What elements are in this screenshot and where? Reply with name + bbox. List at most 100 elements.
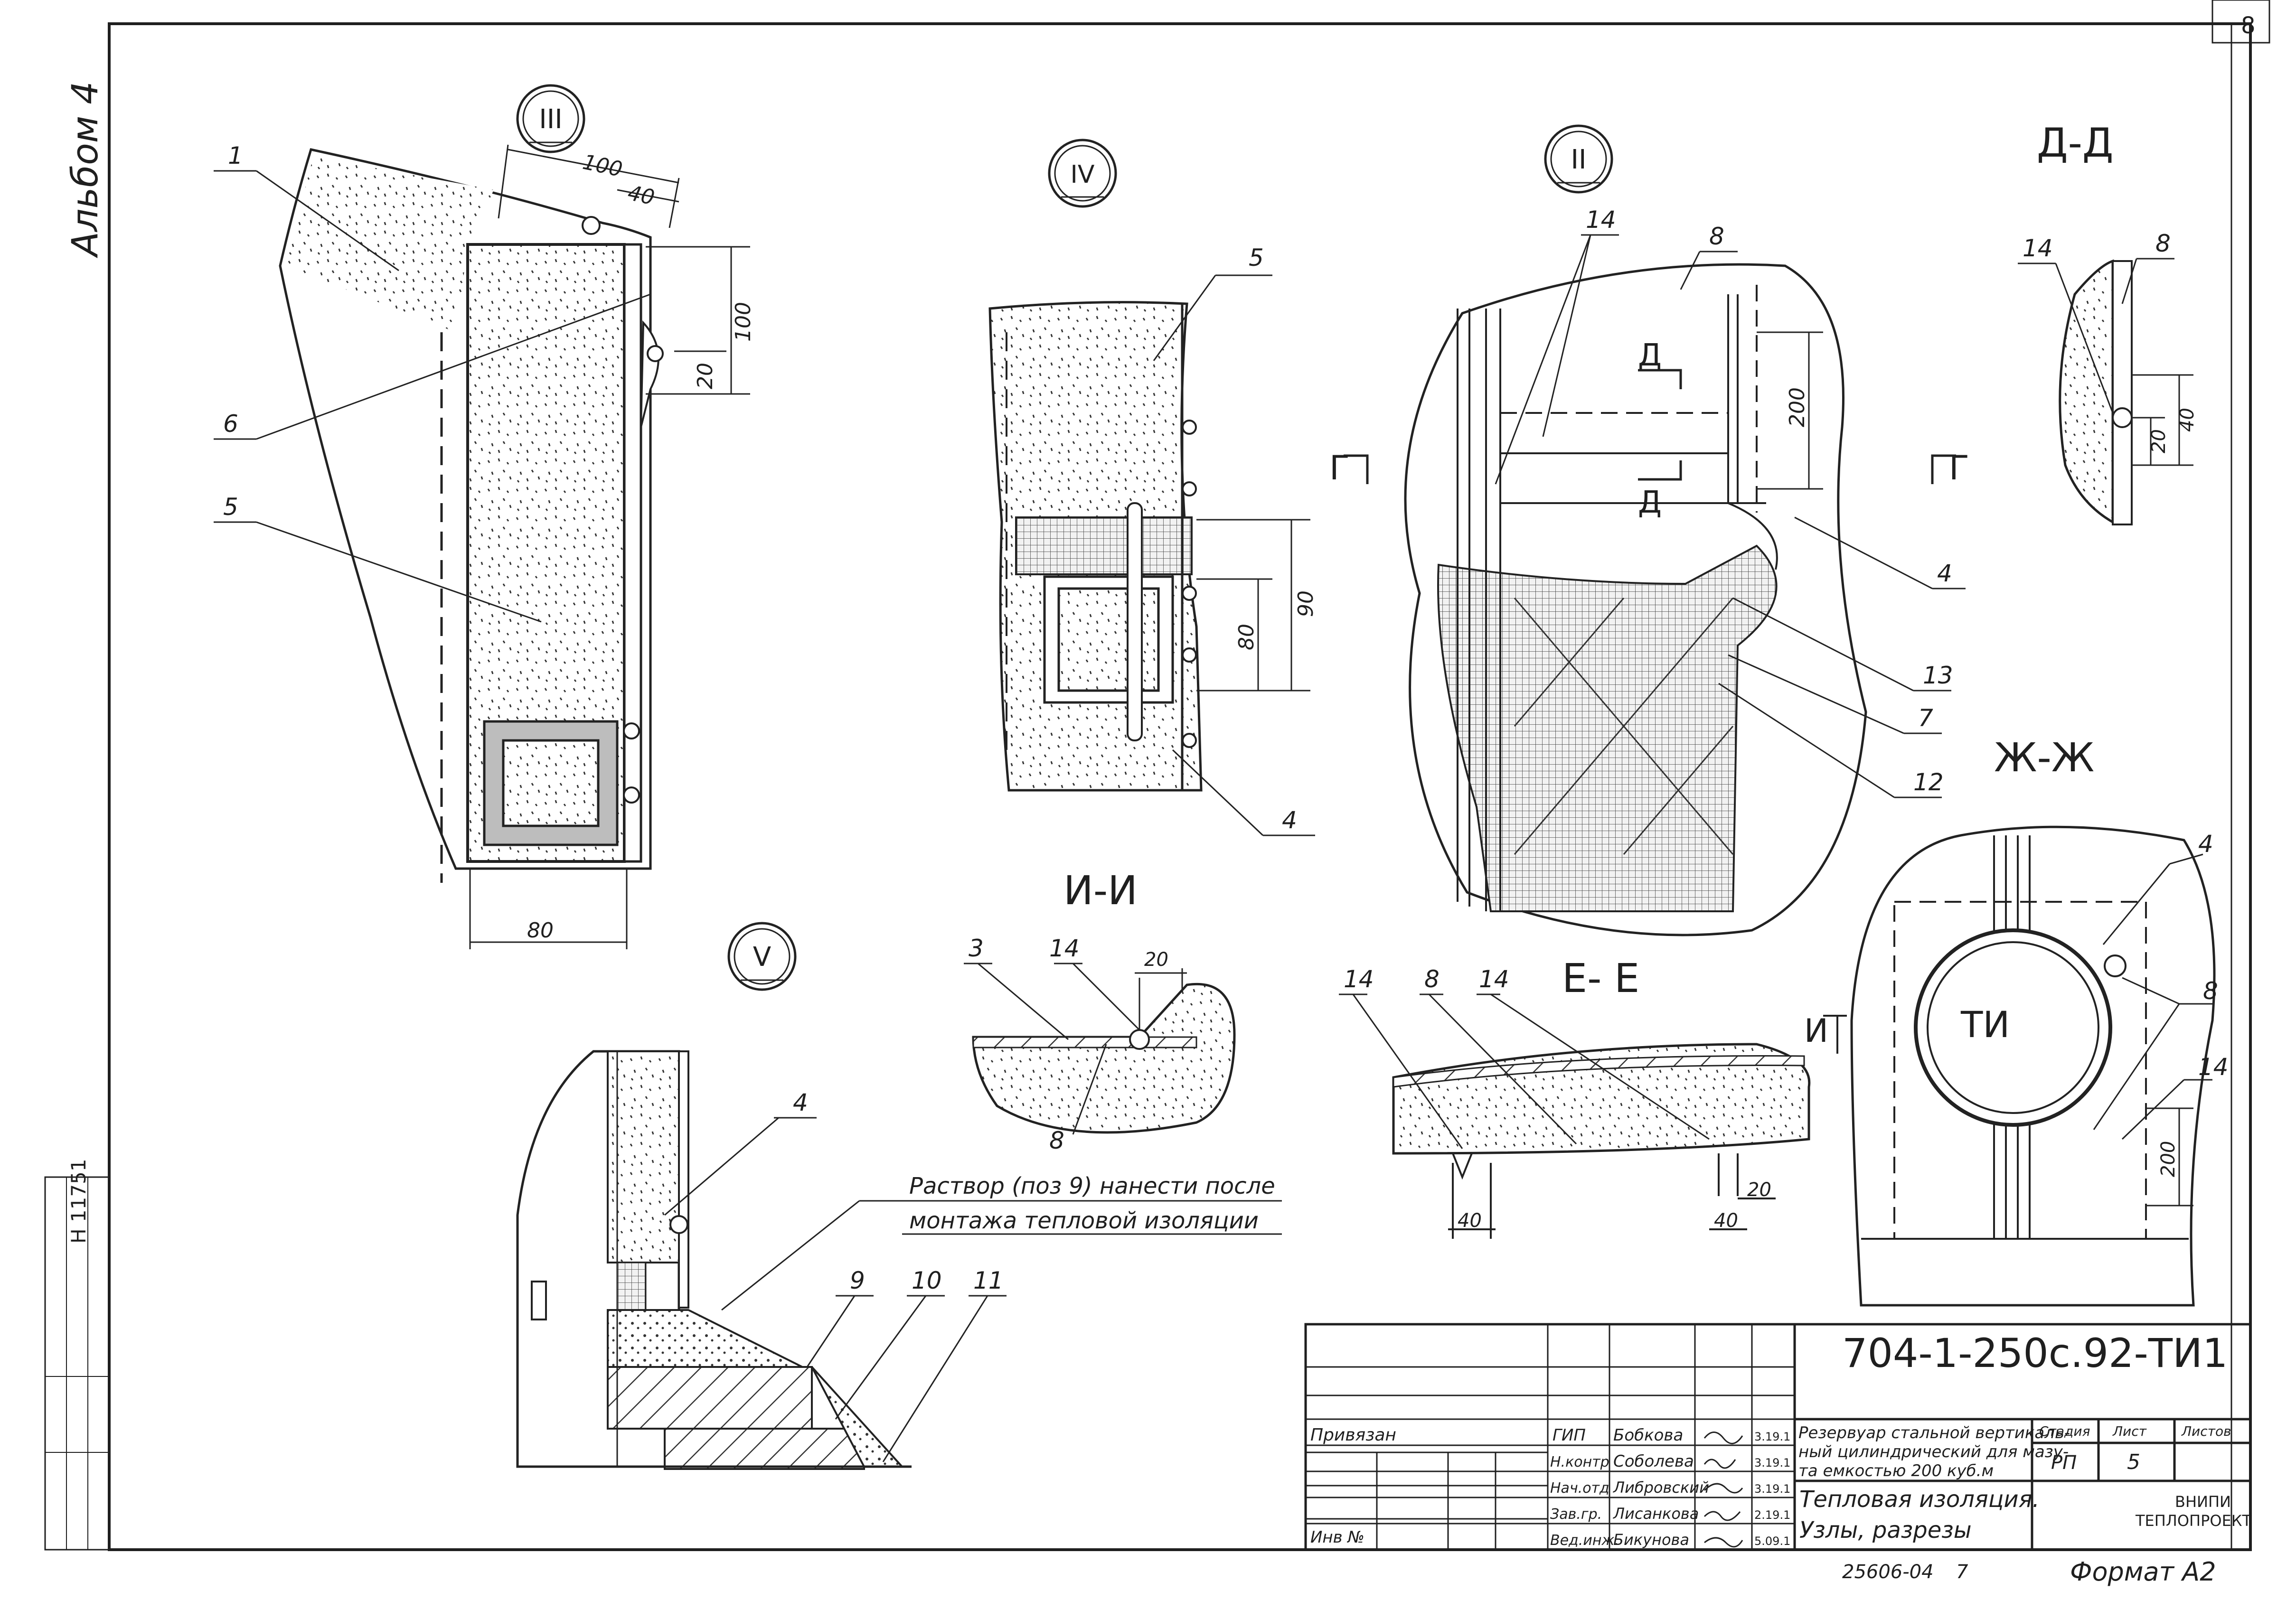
node-5-callout-11: 11 — [973, 1267, 1004, 1294]
section-zhzh-label-ti: ТИ — [1960, 1003, 2010, 1046]
node-4-marker — [1048, 139, 1117, 208]
node-5-marker-label: V — [753, 942, 771, 973]
section-zhzh-callout-4: 4 — [2198, 830, 2213, 858]
node-2-section-mark-d-bottom: Д — [1638, 485, 1662, 520]
sheet-value: 5 — [2127, 1450, 2140, 1474]
date-1: 3.19.1 — [1754, 1430, 1790, 1443]
section-dd-body — [2059, 259, 2114, 524]
section-ee-callout-8: 8 — [1424, 965, 1440, 993]
node-3-callout-5: 5 — [223, 493, 238, 521]
node-3-fill-wedge — [285, 157, 494, 332]
date-5: 5.09.1 — [1754, 1535, 1790, 1548]
section-dd-title: Д-Д — [2037, 120, 2114, 166]
description-line-1: Резервуар стальной вертикаль- — [1798, 1423, 2070, 1442]
date-2: 3.19.1 — [1754, 1456, 1790, 1469]
node-2-section-mark-d-top: Д — [1638, 338, 1662, 373]
description-line-2: ный цилиндрический для мазу- — [1798, 1442, 2069, 1461]
node-3-view: 100 40 100 20 80 1 6 5 III — [214, 84, 755, 949]
section-ee-callout-14-right: 14 — [1479, 965, 1509, 993]
drawing-title-line-2: Узлы, разрезы — [1799, 1517, 1972, 1544]
title-block-privyazan: Привязан — [1310, 1425, 1396, 1445]
section-dd-dim-40: 40 — [2176, 408, 2198, 432]
node-3-dim-40: 40 — [626, 181, 657, 210]
node-3-marker-label: III — [539, 104, 563, 135]
section-zhzh-callout-8: 8 — [2203, 977, 2218, 1005]
node-2-dimensions — [1757, 331, 1823, 490]
node-2-marker — [1544, 124, 1613, 194]
node-3-break-outline — [279, 148, 652, 870]
node-5-insulation — [607, 1050, 680, 1263]
node-2-view: 200 Г Г Д Д 14 8 4 13 7 12 II — [1329, 124, 1969, 936]
node-5-base-hatch — [607, 1366, 813, 1430]
node-3-dim-20: 20 — [693, 363, 717, 389]
section-zhzh: Ж-Ж ТИ И 200 4 8 14 — [1804, 734, 2229, 1307]
section-ee-title: Е- Е — [1562, 955, 1639, 1001]
node-3-dim-100-top: 100 — [581, 150, 625, 182]
node-4-view: 90 80 5 4 IV — [988, 139, 1318, 836]
node-2-callout-4: 4 — [1937, 560, 1952, 587]
node-3-leaders — [214, 170, 651, 623]
node-2-marker-label: II — [1571, 144, 1586, 175]
node-2-callout-7: 7 — [1918, 704, 1933, 732]
stage-header: Стадия — [2039, 1423, 2090, 1439]
node-5-mortar — [607, 1309, 803, 1368]
node-5-view: Раствор (поз 9) нанести после монтажа те… — [516, 922, 1282, 1470]
section-ii-dim-20: 20 — [1144, 949, 1168, 971]
role-nachotd: Нач.отд — [1550, 1480, 1609, 1497]
node-4-dimensions — [1196, 519, 1310, 692]
role-nkontr: Н.контр — [1550, 1454, 1609, 1470]
sheets-header: Листов — [2181, 1423, 2231, 1439]
node-5-callout-9: 9 — [850, 1267, 865, 1294]
node-3-callout-6: 6 — [223, 410, 238, 438]
node-4-mesh-band — [1015, 516, 1193, 575]
node-3-dim-100-side: 100 — [731, 302, 755, 342]
stage-value: РП — [2051, 1452, 2077, 1474]
node-4-callout-5: 5 — [1249, 244, 1264, 271]
node-2-section-mark-g-right: Г — [1949, 449, 1969, 487]
node-5-callout-10: 10 — [912, 1267, 942, 1294]
node-2-callout-12: 12 — [1913, 768, 1944, 796]
archive-number: 25606-04 — [1842, 1561, 1934, 1583]
section-zhzh-title: Ж-Ж — [1994, 734, 2094, 781]
name-bobkova: Бобкова — [1613, 1426, 1683, 1445]
title-block: 704-1-250с.92-ТИ1 Привязан Инв № ГИП Н.к… — [1304, 1323, 2252, 1551]
section-ii-body — [972, 982, 1236, 1134]
node-3-channel — [483, 720, 619, 846]
node-5-note-line-1: Раствор (поз 9) нанести после — [909, 1173, 1275, 1199]
format-label: Формат А2 — [2070, 1557, 2216, 1587]
role-vedinzh: Вед.инж. — [1550, 1532, 1619, 1549]
section-ee-dim-40-left: 40 — [1458, 1210, 1482, 1232]
node-4-marker-label: IV — [1071, 160, 1095, 189]
role-gip: ГИП — [1553, 1426, 1586, 1445]
section-ii: И-И 20 3 14 8 — [964, 867, 1236, 1154]
org-line-1: ВНИПИ — [2175, 1493, 2231, 1511]
node-3-dimensions — [469, 144, 750, 949]
date-3: 3.19.1 — [1754, 1482, 1790, 1496]
side-stamp: Н 11751 — [67, 1159, 90, 1244]
section-dd-callout-14: 14 — [2023, 234, 2053, 262]
date-4: 2.19.1 — [1754, 1508, 1790, 1522]
name-soboleva: Соболева — [1613, 1452, 1694, 1471]
drawing-title-line-1: Тепловая изоляция. — [1799, 1486, 2040, 1513]
description-line-3: та емкостью 200 куб.м — [1798, 1461, 1994, 1480]
sheet-header: Лист — [2112, 1423, 2147, 1439]
name-librovsky: Либровский — [1613, 1478, 1709, 1497]
node-4-dim-80: 80 — [1234, 624, 1259, 650]
node-3-cladding — [623, 243, 642, 863]
section-ee: Е- Е 40 40 20 14 8 14 — [1339, 955, 1811, 1239]
section-ii-callout-8: 8 — [1049, 1127, 1064, 1154]
node-4-callout-4: 4 — [1282, 806, 1297, 834]
section-dd: Д-Д 40 20 14 8 — [2018, 120, 2198, 525]
section-zhzh-callout-14: 14 — [2198, 1053, 2229, 1081]
role-zavgr: Зав.гр. — [1550, 1506, 1602, 1523]
section-ii-callout-14: 14 — [1049, 935, 1080, 962]
section-ee-callout-14-left: 14 — [1344, 965, 1374, 993]
node-2-section-mark-g-left: Г — [1329, 449, 1350, 487]
node-2-callout-13: 13 — [1923, 662, 1953, 689]
name-lisankova: Лисанкова — [1613, 1505, 1699, 1523]
node-3-weld — [582, 216, 601, 235]
node-2-dim-200: 200 — [1785, 387, 1809, 427]
name-bikunova: Бикунова — [1613, 1531, 1689, 1549]
node-4-slot — [1127, 502, 1143, 741]
